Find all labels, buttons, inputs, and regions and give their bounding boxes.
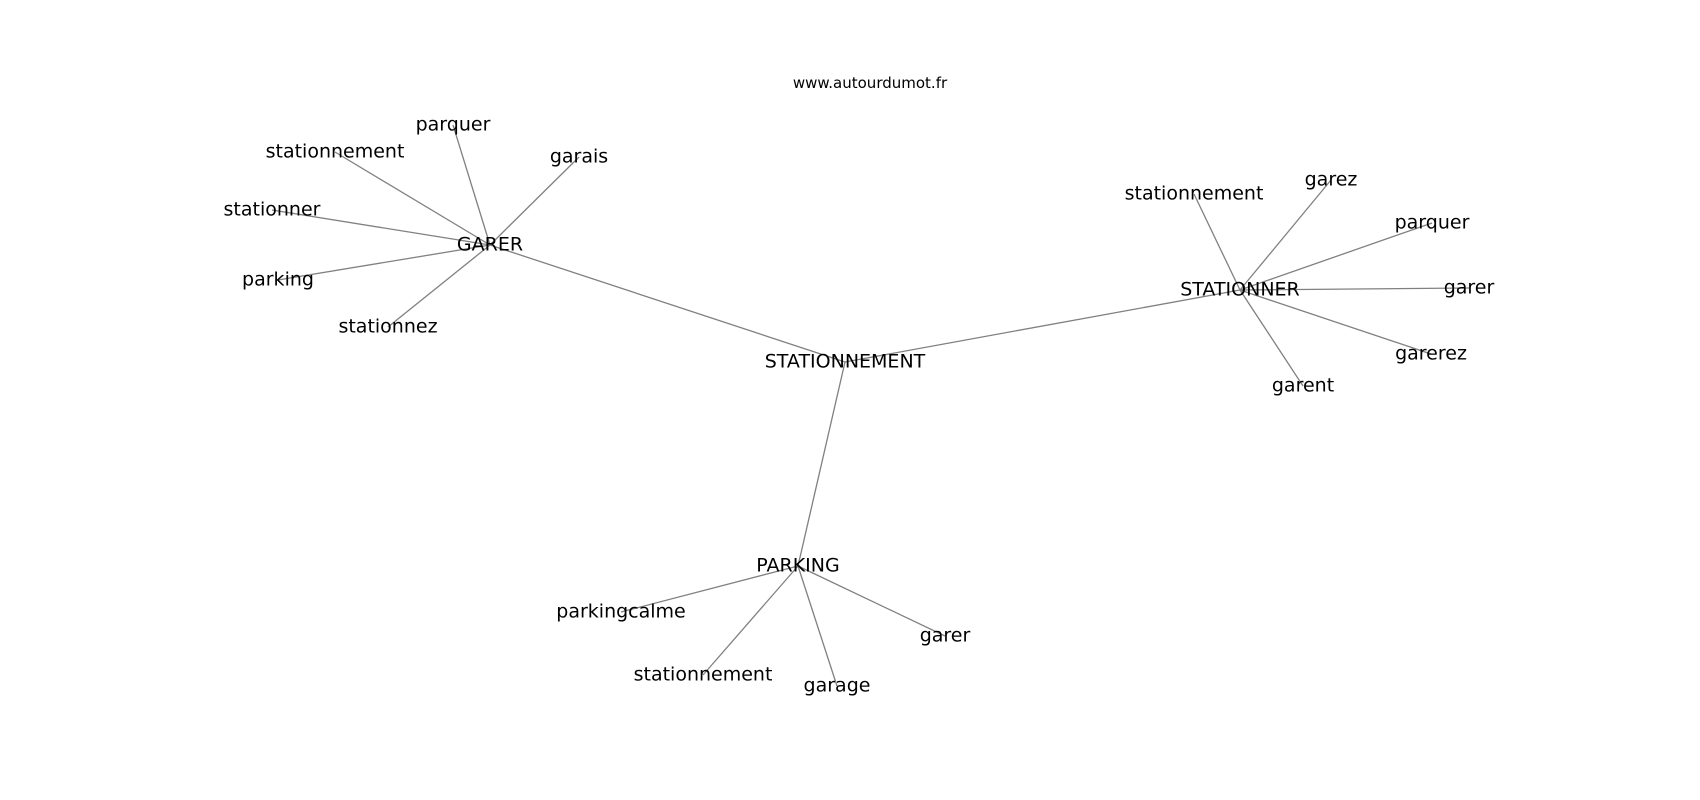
edge-hub-to-leaf xyxy=(271,209,491,246)
node-leaf: stationnez xyxy=(338,316,437,338)
node-leaf: parquer xyxy=(1395,212,1470,234)
edge-hub-to-leaf xyxy=(387,244,491,328)
node-leaf: garent xyxy=(1272,375,1334,397)
node-leaf: parquer xyxy=(416,114,491,136)
edge-hub-to-leaf xyxy=(1239,287,1470,291)
edge-center-to-hub xyxy=(844,289,1241,363)
edge-hub-to-leaf xyxy=(1239,289,1432,355)
node-leaf: garer xyxy=(920,625,971,647)
edge-center-to-hub xyxy=(797,361,846,567)
node-leaf: parkingcalme xyxy=(556,601,685,623)
graph-labels: www.autourdumot.fr STATIONNEMENT GARER par… xyxy=(224,74,1495,697)
edge-hub-to-leaf xyxy=(702,565,799,676)
node-hub: PARKING xyxy=(756,555,839,577)
edge-hub-to-leaf xyxy=(452,124,491,246)
node-center: STATIONNEMENT xyxy=(765,351,926,373)
node-leaf: stationner xyxy=(224,199,321,221)
node-leaf: garerez xyxy=(1395,343,1467,365)
node-leaf: garer xyxy=(1444,277,1495,299)
node-leaf: stationnement xyxy=(1125,183,1264,205)
node-leaf: garais xyxy=(550,146,608,168)
edge-hub-to-leaf xyxy=(1239,179,1332,291)
node-leaf: garage xyxy=(804,675,871,697)
node-leaf: garez xyxy=(1305,169,1358,191)
edge-hub-to-leaf xyxy=(620,565,799,613)
node-leaf: parking xyxy=(242,269,314,291)
edge-hub-to-leaf xyxy=(277,244,491,281)
edge-hub-to-leaf xyxy=(797,565,838,687)
edge-hub-to-leaf xyxy=(1239,289,1304,387)
graph-edges xyxy=(271,124,1470,687)
node-leaf: stationnement xyxy=(634,664,773,686)
edge-hub-to-leaf xyxy=(1193,193,1241,291)
edge-hub-to-leaf xyxy=(334,151,491,246)
edge-hub-to-leaf xyxy=(1239,222,1433,291)
node-hub: STATIONNER xyxy=(1180,279,1300,301)
node-hub: GARER xyxy=(457,234,523,256)
site-watermark: www.autourdumot.fr xyxy=(793,74,948,92)
edge-hub-to-leaf xyxy=(797,565,946,637)
edge-hub-to-leaf xyxy=(489,156,580,246)
node-leaf: stationnement xyxy=(266,141,405,163)
edge-center-to-hub xyxy=(489,244,846,363)
